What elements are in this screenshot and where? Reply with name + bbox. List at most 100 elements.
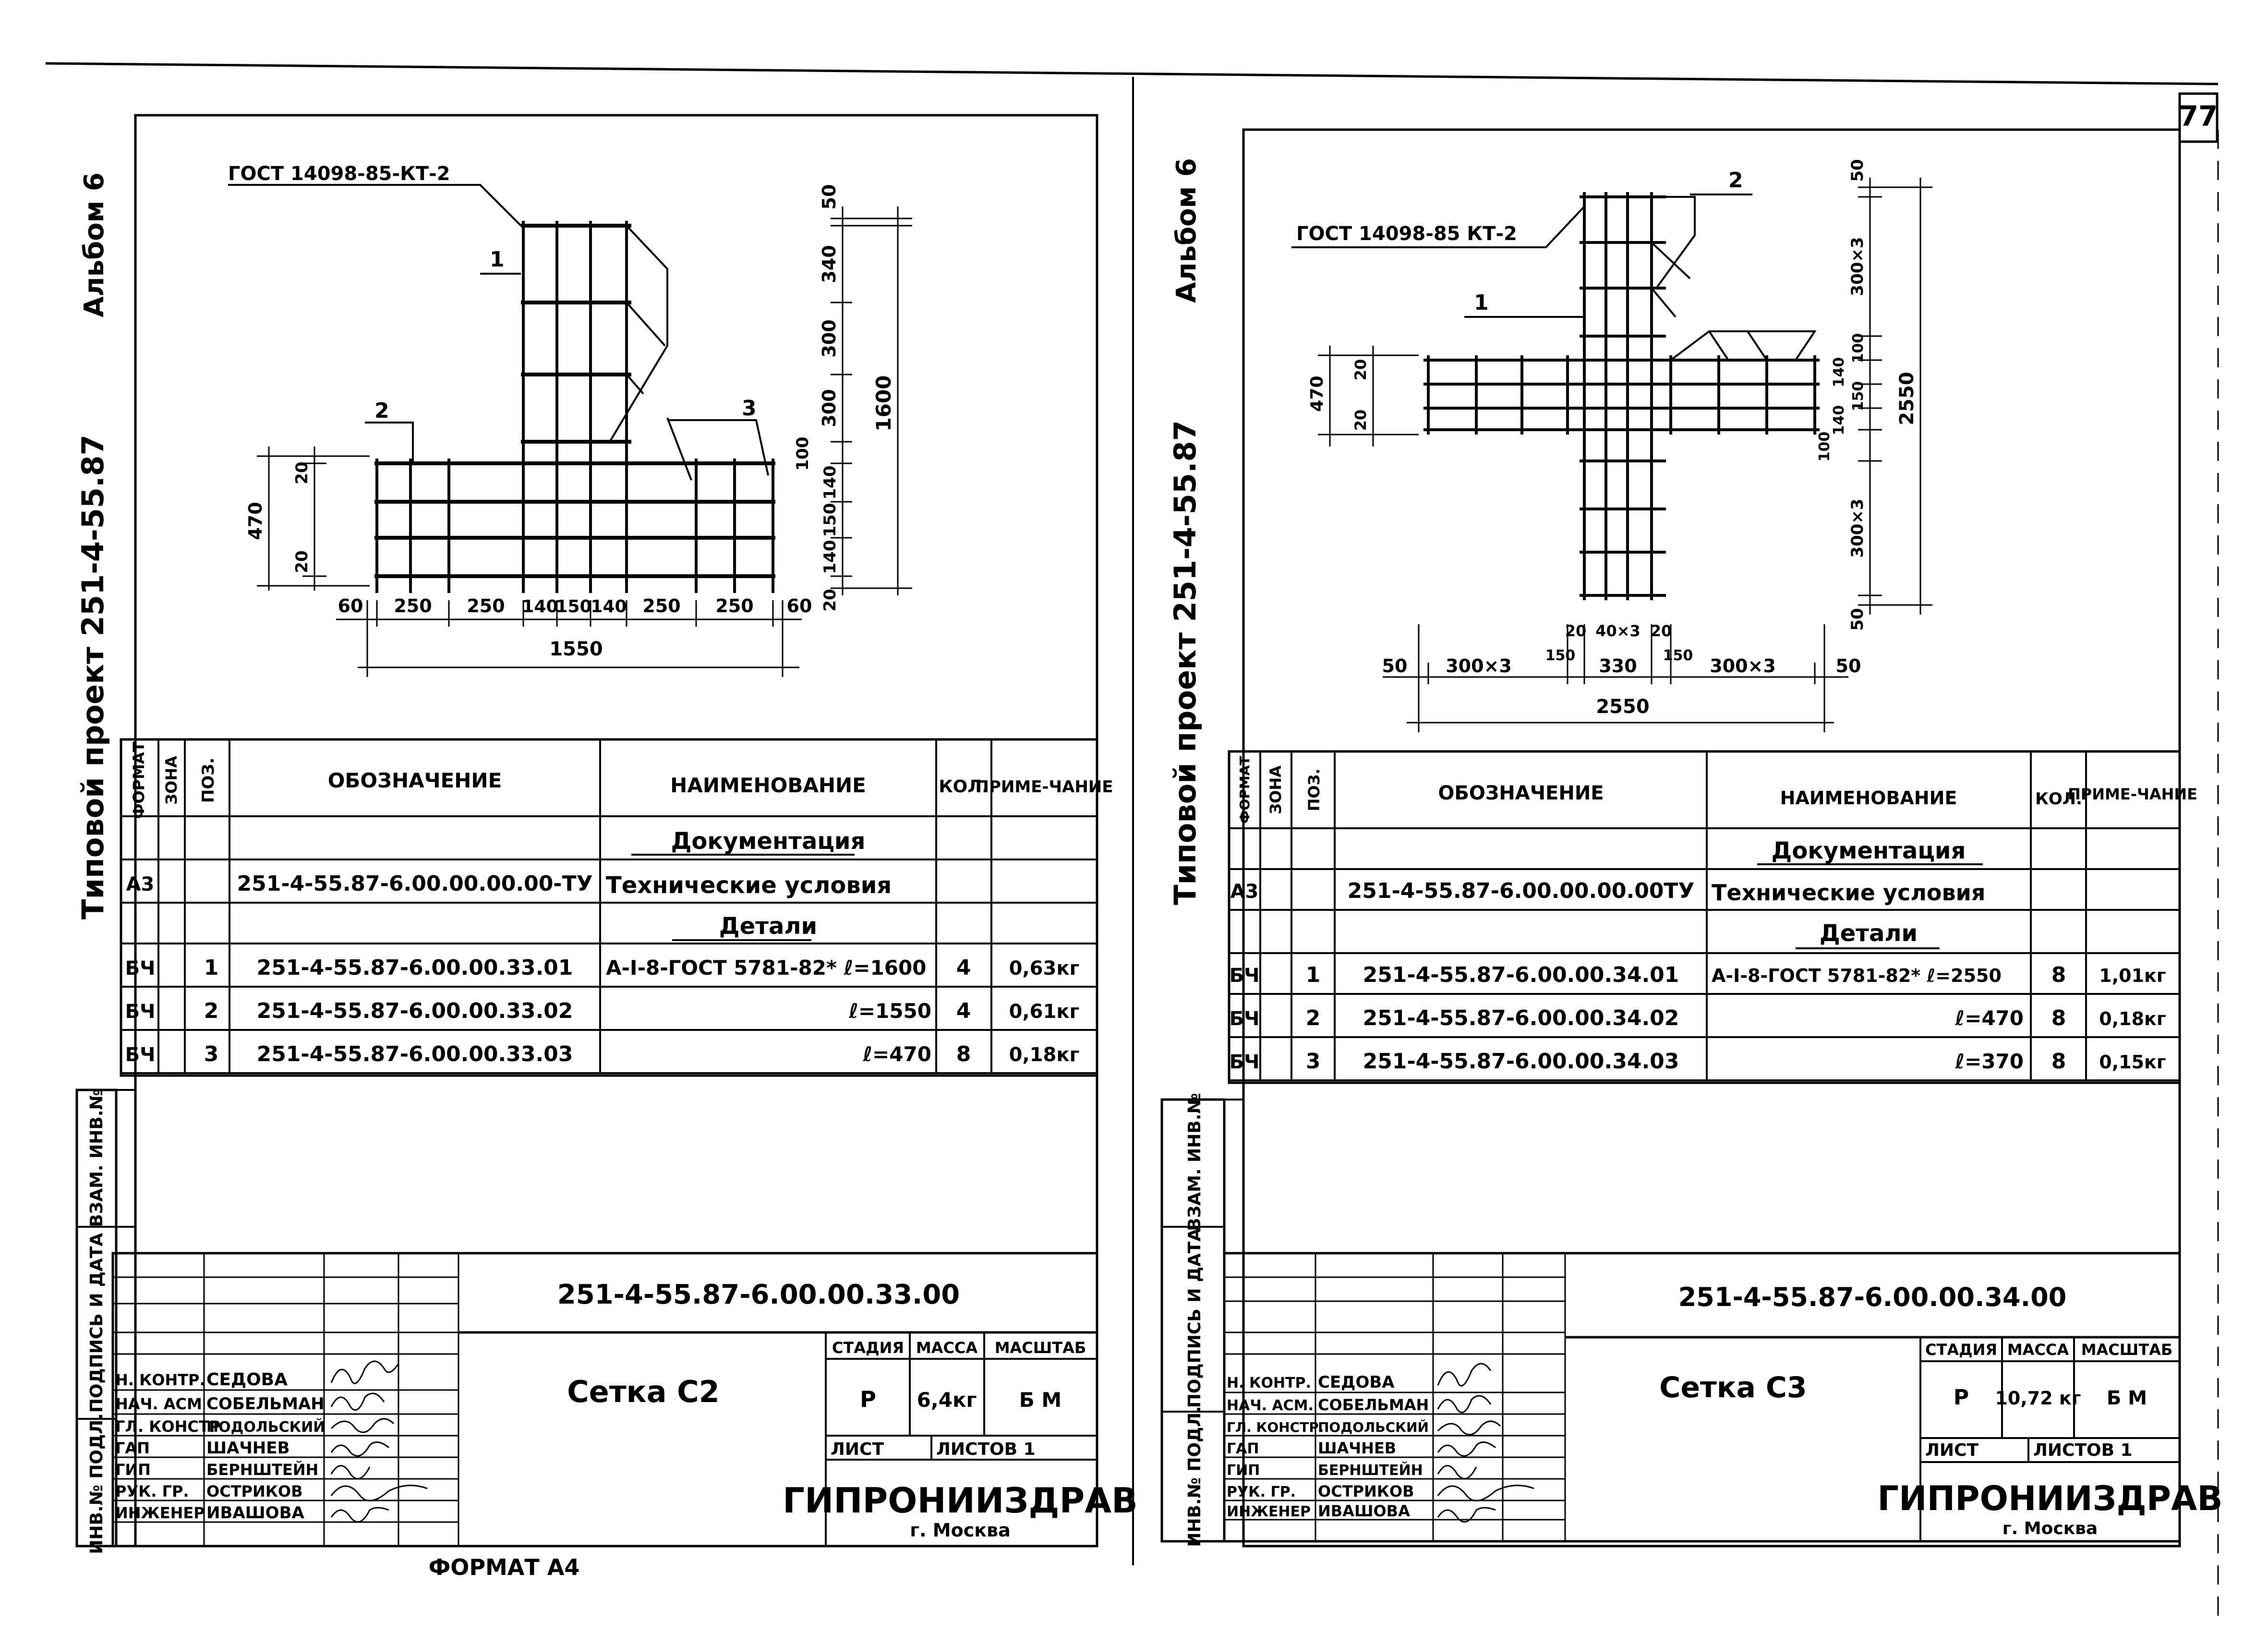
page-number-box: 77 <box>2178 92 2219 143</box>
dim-250-d: 250 <box>715 595 753 617</box>
stage-value: Р <box>1954 1385 1969 1410</box>
name-ostrikov: ОСТРИКОВ <box>1318 1482 1414 1500</box>
spec-section-title: Документация <box>1772 837 1966 864</box>
mesh-c3-drawing <box>1424 192 1820 600</box>
spec-header-designation: ОБОЗНАЧЕНИЕ <box>1438 782 1604 804</box>
spec-cell-designation: 251-4-55.87-6.00.00.33.01 <box>257 956 573 980</box>
dim-100-b: 100 <box>1816 432 1833 462</box>
spec-header-zone: ЗОНА <box>162 756 181 805</box>
spec-cell-note: 0,18кг <box>2099 1008 2166 1029</box>
spec-header-note: ПРИМЕ-ЧАНИЕ <box>976 777 1113 797</box>
dim-150: 150 <box>820 503 840 537</box>
spec-cell-name: Технические условия <box>606 872 892 899</box>
name-sobelman: СОБЕЛЬМАН <box>1318 1396 1429 1414</box>
name-sedova: СЕДОВА <box>1318 1373 1395 1392</box>
stamp-vzam-label: ВЗАМ. ИНВ.№ <box>1185 1093 1205 1231</box>
role-inzhener: ИНЖЕНЕР <box>1227 1503 1311 1520</box>
dim-340: 340 <box>819 245 840 283</box>
spec-cell-note: 0,18кг <box>1009 1044 1080 1066</box>
role-n-kontr: Н. КОНТР. <box>115 1371 205 1389</box>
role-gap: ГАП <box>1227 1440 1259 1457</box>
spec-cell-note: 1,01кг <box>2099 965 2166 986</box>
dim-20-b: 20 <box>292 550 312 573</box>
pos-mark-1: 1 <box>1474 290 1489 315</box>
pos-mark-2: 2 <box>1728 168 1743 193</box>
spec-cell-name: ℓ=1550 <box>848 999 931 1023</box>
spec-cell-designation: 251-4-55.87-6.00.00.33.03 <box>257 1042 573 1066</box>
spec-section-title: Детали <box>1820 920 1918 947</box>
stage-label: СТАДИЯ <box>1925 1341 1997 1359</box>
stage-value: Р <box>860 1386 876 1412</box>
page-number: 77 <box>2179 100 2218 133</box>
dim-50-a: 50 <box>1848 159 1867 181</box>
spec-cell-name: А-I-8-ГОСТ 5781-82* ℓ=2550 <box>1712 965 2002 986</box>
sheet-label: ЛИСТ <box>1925 1440 1978 1460</box>
spec-row-4: БЧ 2 251-4-55.87-6.00.00.33.02 ℓ=1550 4 … <box>125 999 1080 1023</box>
spec-table: ФОРМАТ ЗОНА ПОЗ. ОБОЗНАЧЕНИЕ НАИМЕНОВАНИ… <box>120 738 1113 1077</box>
spec-cell-note: 0,61кг <box>1009 1001 1080 1023</box>
spec-section-title: Детали <box>719 913 817 940</box>
title-block: 251-4-55.87-6.00.00.34.00 Сетка С3 СТАДИ… <box>1223 1252 2223 1543</box>
dim-20-c: 20 <box>1565 622 1587 640</box>
spec-header-zone: ЗОНА <box>1267 765 1285 814</box>
dim-140-a: 140 <box>1831 357 1847 387</box>
dim-50-d: 50 <box>1836 655 1861 677</box>
spec-cell-qty: 8 <box>2051 963 2066 987</box>
name-ivashova: ИВАШОВА <box>206 1503 305 1523</box>
sheet-right: Альбом 6 Типовой проект 251-4-55.87 ИНВ.… <box>1160 128 2223 1548</box>
doc-code: 251-4-55.87-6.00.00.34.00 <box>1678 1282 2067 1312</box>
dim-1550: 1550 <box>549 638 603 660</box>
scale-value: Б М <box>2107 1387 2147 1409</box>
spec-cell-format: БЧ <box>125 1044 156 1066</box>
dim-150-b: 150 <box>555 597 591 617</box>
stamp-inv-label: ИНВ.№ ПОДЛ. <box>87 1413 107 1554</box>
spec-cell-designation: 251-4-55.87-6.00.00.34.02 <box>1363 1006 1679 1030</box>
spec-cell-format: А3 <box>126 873 155 895</box>
doc-code: 251-4-55.87-6.00.00.33.00 <box>557 1279 960 1310</box>
mesh-c3-dimensions: 50 300×3 100 140 150 140 100 2550 300×3 … <box>1307 159 1932 732</box>
dim-140-b: 140 <box>820 540 840 574</box>
role-nach-asm: НАЧ. АСМ. <box>1227 1397 1314 1414</box>
name-bernshtein: БЕРНШТЕЙН <box>1318 1462 1423 1479</box>
spec-row-3: БЧ 1 251-4-55.87-6.00.00.33.01 А-I-8-ГОС… <box>125 956 1080 980</box>
dim-150-c: 150 <box>1663 647 1693 664</box>
spec-cell-format: БЧ <box>1230 1051 1260 1073</box>
dim-300x3-b: 300×3 <box>1848 498 1867 557</box>
spec-row-2: Детали <box>672 913 817 941</box>
spec-row-5: БЧ 3 251-4-55.87-6.00.00.33.03 ℓ=470 8 0… <box>125 1042 1080 1066</box>
spec-cell-designation: 251-4-55.87-6.00.00.34.03 <box>1363 1049 1679 1074</box>
sheet-title: Сетка С2 <box>567 1374 720 1409</box>
scale-label: МАСШТАБ <box>995 1339 1086 1357</box>
spec-cell-qty: 8 <box>956 1042 971 1066</box>
spec-row-2: Детали <box>1796 920 1940 949</box>
spec-row-0: Документация <box>1757 837 1983 865</box>
spec-cell-note: 0,63кг <box>1009 957 1080 980</box>
role-ruk-gr: РУК. ГР. <box>115 1482 189 1500</box>
dim-40x3: 40×3 <box>1595 622 1641 640</box>
org-name: ГИПРОНИИЗДРАВ <box>1877 1479 2222 1518</box>
scale-label: МАСШТАБ <box>2081 1341 2173 1359</box>
stamp-sign-label: ПОДПИСЬ И ДАТА <box>87 1233 107 1413</box>
spec-cell-pos: 3 <box>204 1042 219 1066</box>
dim-20-a: 20 <box>292 461 312 484</box>
dim-250-b: 250 <box>467 595 505 617</box>
dim-300-b: 300 <box>819 389 840 427</box>
spec-cell-format: БЧ <box>125 1001 156 1023</box>
stamp-column: ИНВ.№ ПОДЛ. ПОДПИСЬ И ДАТА ВЗАМ. ИНВ.№ <box>1160 1093 1243 1547</box>
dim-250-c: 250 <box>642 595 680 617</box>
spec-cell-format: БЧ <box>125 957 156 980</box>
gost-label: ГОСТ 14098-85-КТ-2 <box>228 163 450 185</box>
dim-50: 50 <box>819 184 840 210</box>
dim-2550-h: 2550 <box>1596 696 1649 718</box>
spec-cell-qty: 8 <box>2051 1049 2066 1074</box>
pos-mark-1: 1 <box>490 247 505 272</box>
name-podolsky: ПОДОЛЬСКИЙ <box>206 1418 325 1436</box>
dim-20-a: 20 <box>1351 359 1370 381</box>
spec-cell-name: ℓ=370 <box>1954 1050 2024 1073</box>
pos-mark-2: 2 <box>374 399 389 423</box>
title-block: 251-4-55.87-6.00.00.33.00 Сетка С2 СТАДИ… <box>111 1252 1138 1548</box>
spec-cell-format: А3 <box>1231 881 1259 903</box>
signature-scribbles <box>1437 1363 1534 1523</box>
spec-section-title: Документация <box>671 828 866 855</box>
stamp-sign-label: ПОДПИСЬ И ДАТА <box>1185 1228 1205 1408</box>
